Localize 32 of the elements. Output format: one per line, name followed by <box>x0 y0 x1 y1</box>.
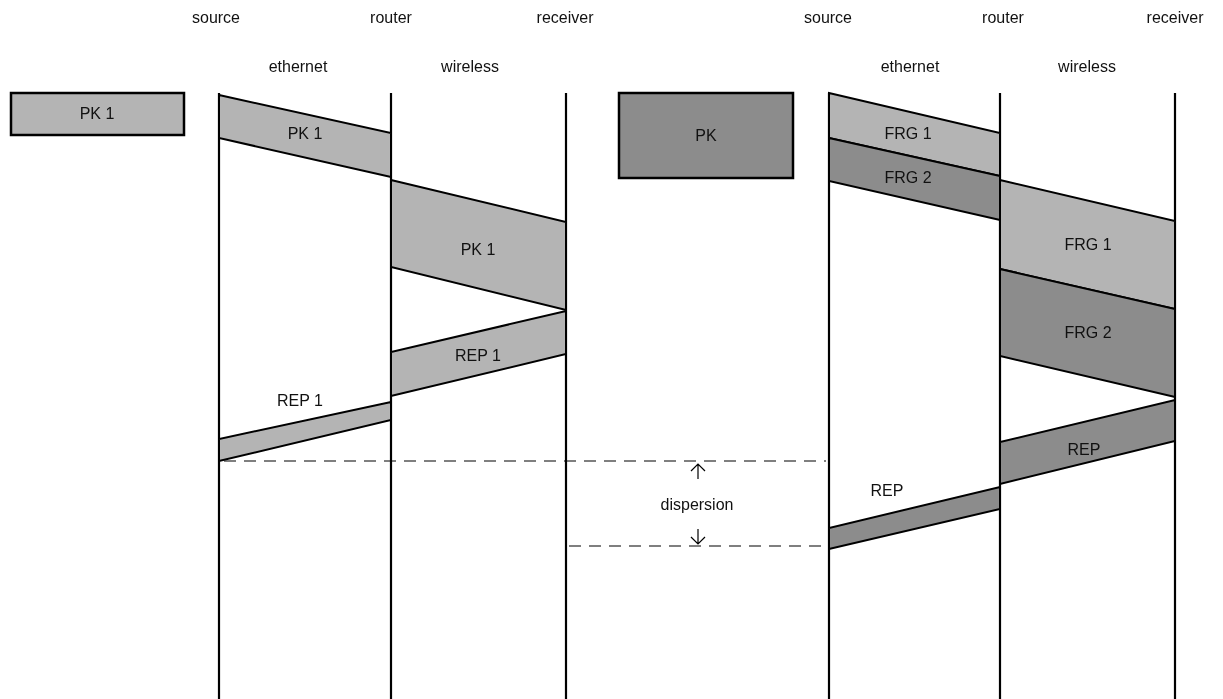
packet-label: REP <box>1067 442 1101 458</box>
packet-label: PK <box>695 128 717 144</box>
packet-label: FRG 1 <box>884 126 932 142</box>
packet-band <box>218 94 392 178</box>
packet-label: PK 1 <box>460 242 496 258</box>
link-label: ethernet <box>880 59 940 75</box>
packet-label: REP <box>870 483 904 499</box>
endpoint-label: router <box>370 10 412 26</box>
endpoint-label: router <box>982 10 1024 26</box>
packet-band <box>390 179 567 311</box>
packet-label: FRG 2 <box>884 170 932 186</box>
link-label: wireless <box>441 59 499 75</box>
link-label: ethernet <box>268 59 328 75</box>
endpoint-label: receiver <box>1146 10 1204 26</box>
packet-band <box>999 268 1176 398</box>
packet-box <box>618 92 794 179</box>
packet-band <box>390 310 567 397</box>
endpoint-label: source <box>804 10 852 26</box>
packet-label: FRG 2 <box>1064 325 1112 341</box>
endpoint-label: source <box>192 10 240 26</box>
link-label: wireless <box>1058 59 1116 75</box>
packet-label: PK 1 <box>79 106 115 122</box>
dimension-label: dispersion <box>660 497 734 513</box>
endpoint-label: receiver <box>536 10 594 26</box>
packet-label: PK 1 <box>287 126 323 142</box>
packet-band <box>999 399 1176 485</box>
packet-label: REP 1 <box>455 348 501 364</box>
packet-label: FRG 1 <box>1064 237 1112 253</box>
packet-band <box>999 179 1176 310</box>
packet-label: REP 1 <box>277 393 323 409</box>
packet-band <box>828 137 1001 221</box>
packet-box <box>10 92 185 136</box>
